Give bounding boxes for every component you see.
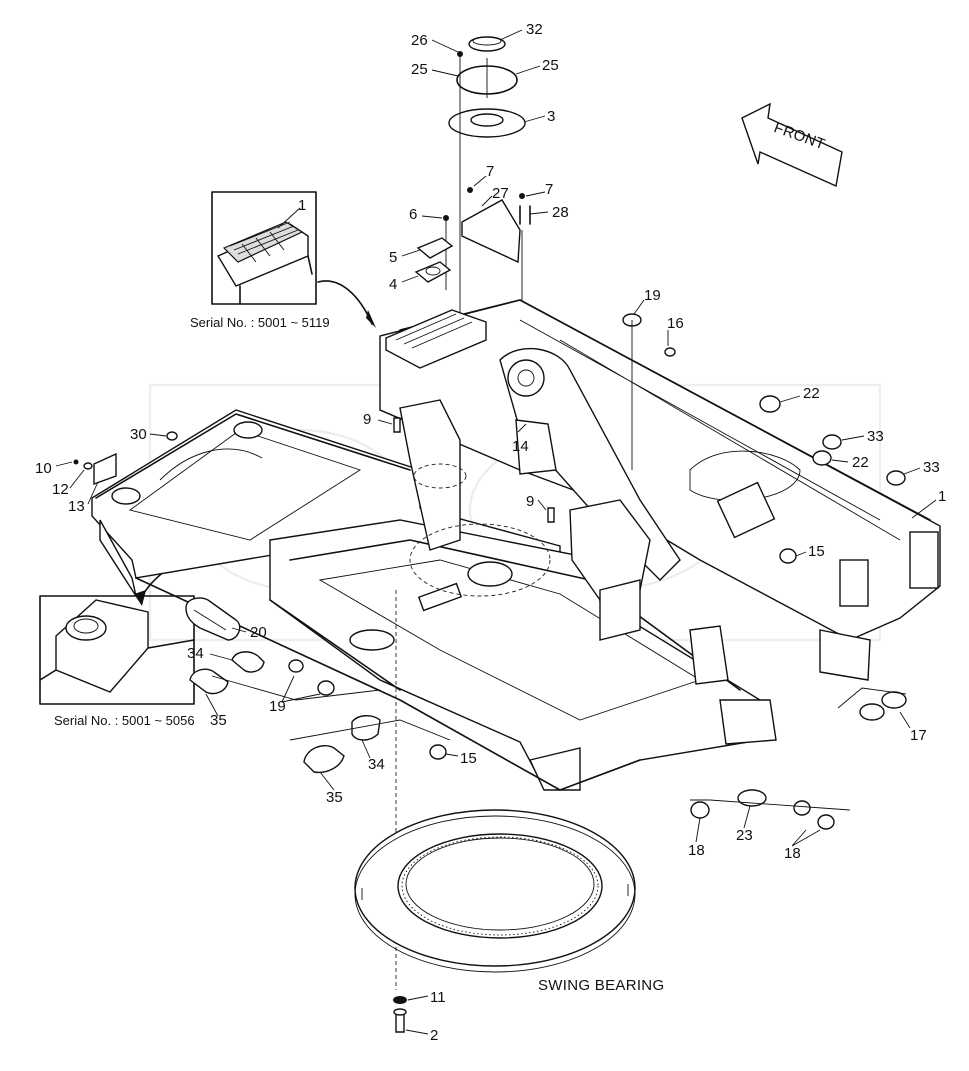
callout-1: 1 xyxy=(298,197,306,214)
part-35-seal xyxy=(189,668,229,695)
callout-19: 19 xyxy=(644,287,661,304)
callout-33: 33 xyxy=(923,459,940,476)
callout-17: 17 xyxy=(910,727,927,744)
callout-7: 7 xyxy=(545,181,553,198)
callout-labels: 26 32 25 25 3 7 27 7 28 6 1 5 4 19 16 22… xyxy=(35,21,946,1044)
callout-34: 34 xyxy=(368,756,385,773)
part-5-cover xyxy=(416,237,454,259)
callout-35: 35 xyxy=(210,712,227,729)
callout-2: 2 xyxy=(430,1027,438,1044)
callout-13: 13 xyxy=(68,498,85,515)
callout-16: 16 xyxy=(667,315,684,332)
callout-27: 27 xyxy=(492,185,509,202)
caption-serial-left: Serial No. : 5001 ~ 5056 xyxy=(54,713,195,728)
callout-28: 28 xyxy=(552,204,569,221)
small-bolts xyxy=(73,417,555,523)
part-34b-seal xyxy=(351,715,381,741)
callout-15: 15 xyxy=(460,750,477,767)
right-seal-parts xyxy=(622,313,907,830)
inset-serial-5119 xyxy=(211,191,376,328)
callout-22: 22 xyxy=(852,454,869,471)
leader-lines xyxy=(55,29,937,1035)
part-27-cover xyxy=(461,199,521,264)
callout-12: 12 xyxy=(52,481,69,498)
callout-15: 15 xyxy=(808,543,825,560)
callout-32: 32 xyxy=(526,21,543,38)
callout-34: 34 xyxy=(187,645,204,662)
callout-25: 25 xyxy=(411,61,428,78)
callout-20: 20 xyxy=(250,624,267,641)
callout-4: 4 xyxy=(389,276,397,293)
small-brackets xyxy=(414,187,531,330)
left-seal-parts xyxy=(185,597,451,774)
callout-33: 33 xyxy=(867,428,884,445)
callout-9: 9 xyxy=(363,411,371,428)
callout-25: 25 xyxy=(542,57,559,74)
upper-frame xyxy=(91,299,941,990)
part-35b-seal xyxy=(303,744,345,774)
callout-14: 14 xyxy=(512,438,529,455)
callout-22: 22 xyxy=(803,385,820,402)
front-direction-arrow: FRONT xyxy=(741,102,843,188)
callout-10: 10 xyxy=(35,460,52,477)
part-34-seal xyxy=(231,651,265,673)
swing-bearing xyxy=(354,809,636,973)
callout-18: 18 xyxy=(688,842,705,859)
callout-19: 19 xyxy=(269,698,286,715)
callout-26: 26 xyxy=(411,32,428,49)
part-4-gasket xyxy=(414,261,452,283)
callout-6: 6 xyxy=(409,206,417,223)
callout-5: 5 xyxy=(389,249,397,266)
callout-3: 3 xyxy=(547,108,555,125)
inset-serial-5056 xyxy=(39,551,201,705)
bolt-assembly xyxy=(393,996,407,1033)
callout-35: 35 xyxy=(326,789,343,806)
caption-serial-top: Serial No. : 5001 ~ 5119 xyxy=(190,315,330,330)
callout-9: 9 xyxy=(526,493,534,510)
callout-7: 7 xyxy=(486,163,494,180)
callout-11: 11 xyxy=(430,989,446,1006)
callout-18: 18 xyxy=(784,845,801,862)
caption-swing-bearing: SWING BEARING xyxy=(538,977,664,994)
callout-1: 1 xyxy=(938,488,946,505)
callout-23: 23 xyxy=(736,827,753,844)
callout-30: 30 xyxy=(130,426,147,443)
part-20-seal xyxy=(185,597,241,641)
